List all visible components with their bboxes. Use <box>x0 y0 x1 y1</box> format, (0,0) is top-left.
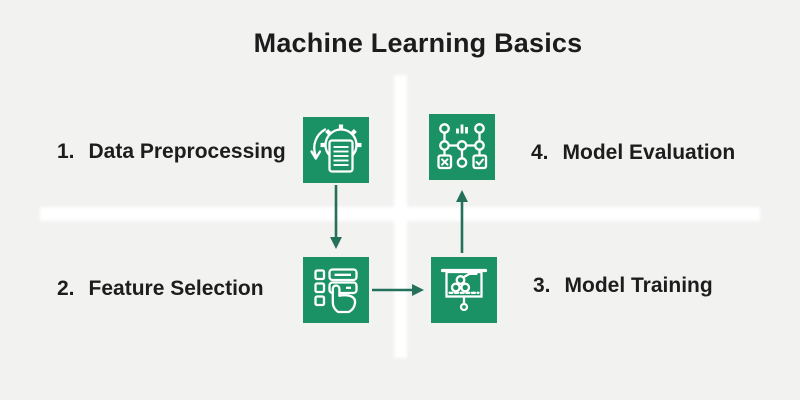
step-4-icon-tile <box>429 114 495 180</box>
step-3-label: 3. Model Training <box>533 273 713 299</box>
step-2-name: Feature Selection <box>88 277 264 300</box>
step-3-name: Model Training <box>564 274 713 297</box>
step-1-icon-tile <box>303 117 369 183</box>
step-3-icon-tile <box>431 257 497 323</box>
divider-vertical <box>394 75 407 358</box>
step-1-number: 1. <box>57 140 75 163</box>
step-4-name: Model Evaluation <box>562 141 736 164</box>
model-training-icon <box>440 268 488 312</box>
model-evaluation-icon <box>437 123 488 170</box>
step-4-number: 4. <box>531 141 549 164</box>
step-3-number: 3. <box>533 274 551 297</box>
step-1-name: Data Preprocessing <box>88 140 286 163</box>
feature-selection-icon <box>314 268 358 314</box>
data-preprocessing-icon <box>310 124 362 173</box>
step-1-label: 1. Data Preprocessing <box>57 139 286 165</box>
step-4-label: 4. Model Evaluation <box>531 140 735 166</box>
step-2-icon-tile <box>303 257 369 323</box>
step-2-label: 2. Feature Selection <box>57 276 264 302</box>
page-title: Machine Learning Basics <box>253 28 583 58</box>
step-2-number: 2. <box>57 277 75 300</box>
